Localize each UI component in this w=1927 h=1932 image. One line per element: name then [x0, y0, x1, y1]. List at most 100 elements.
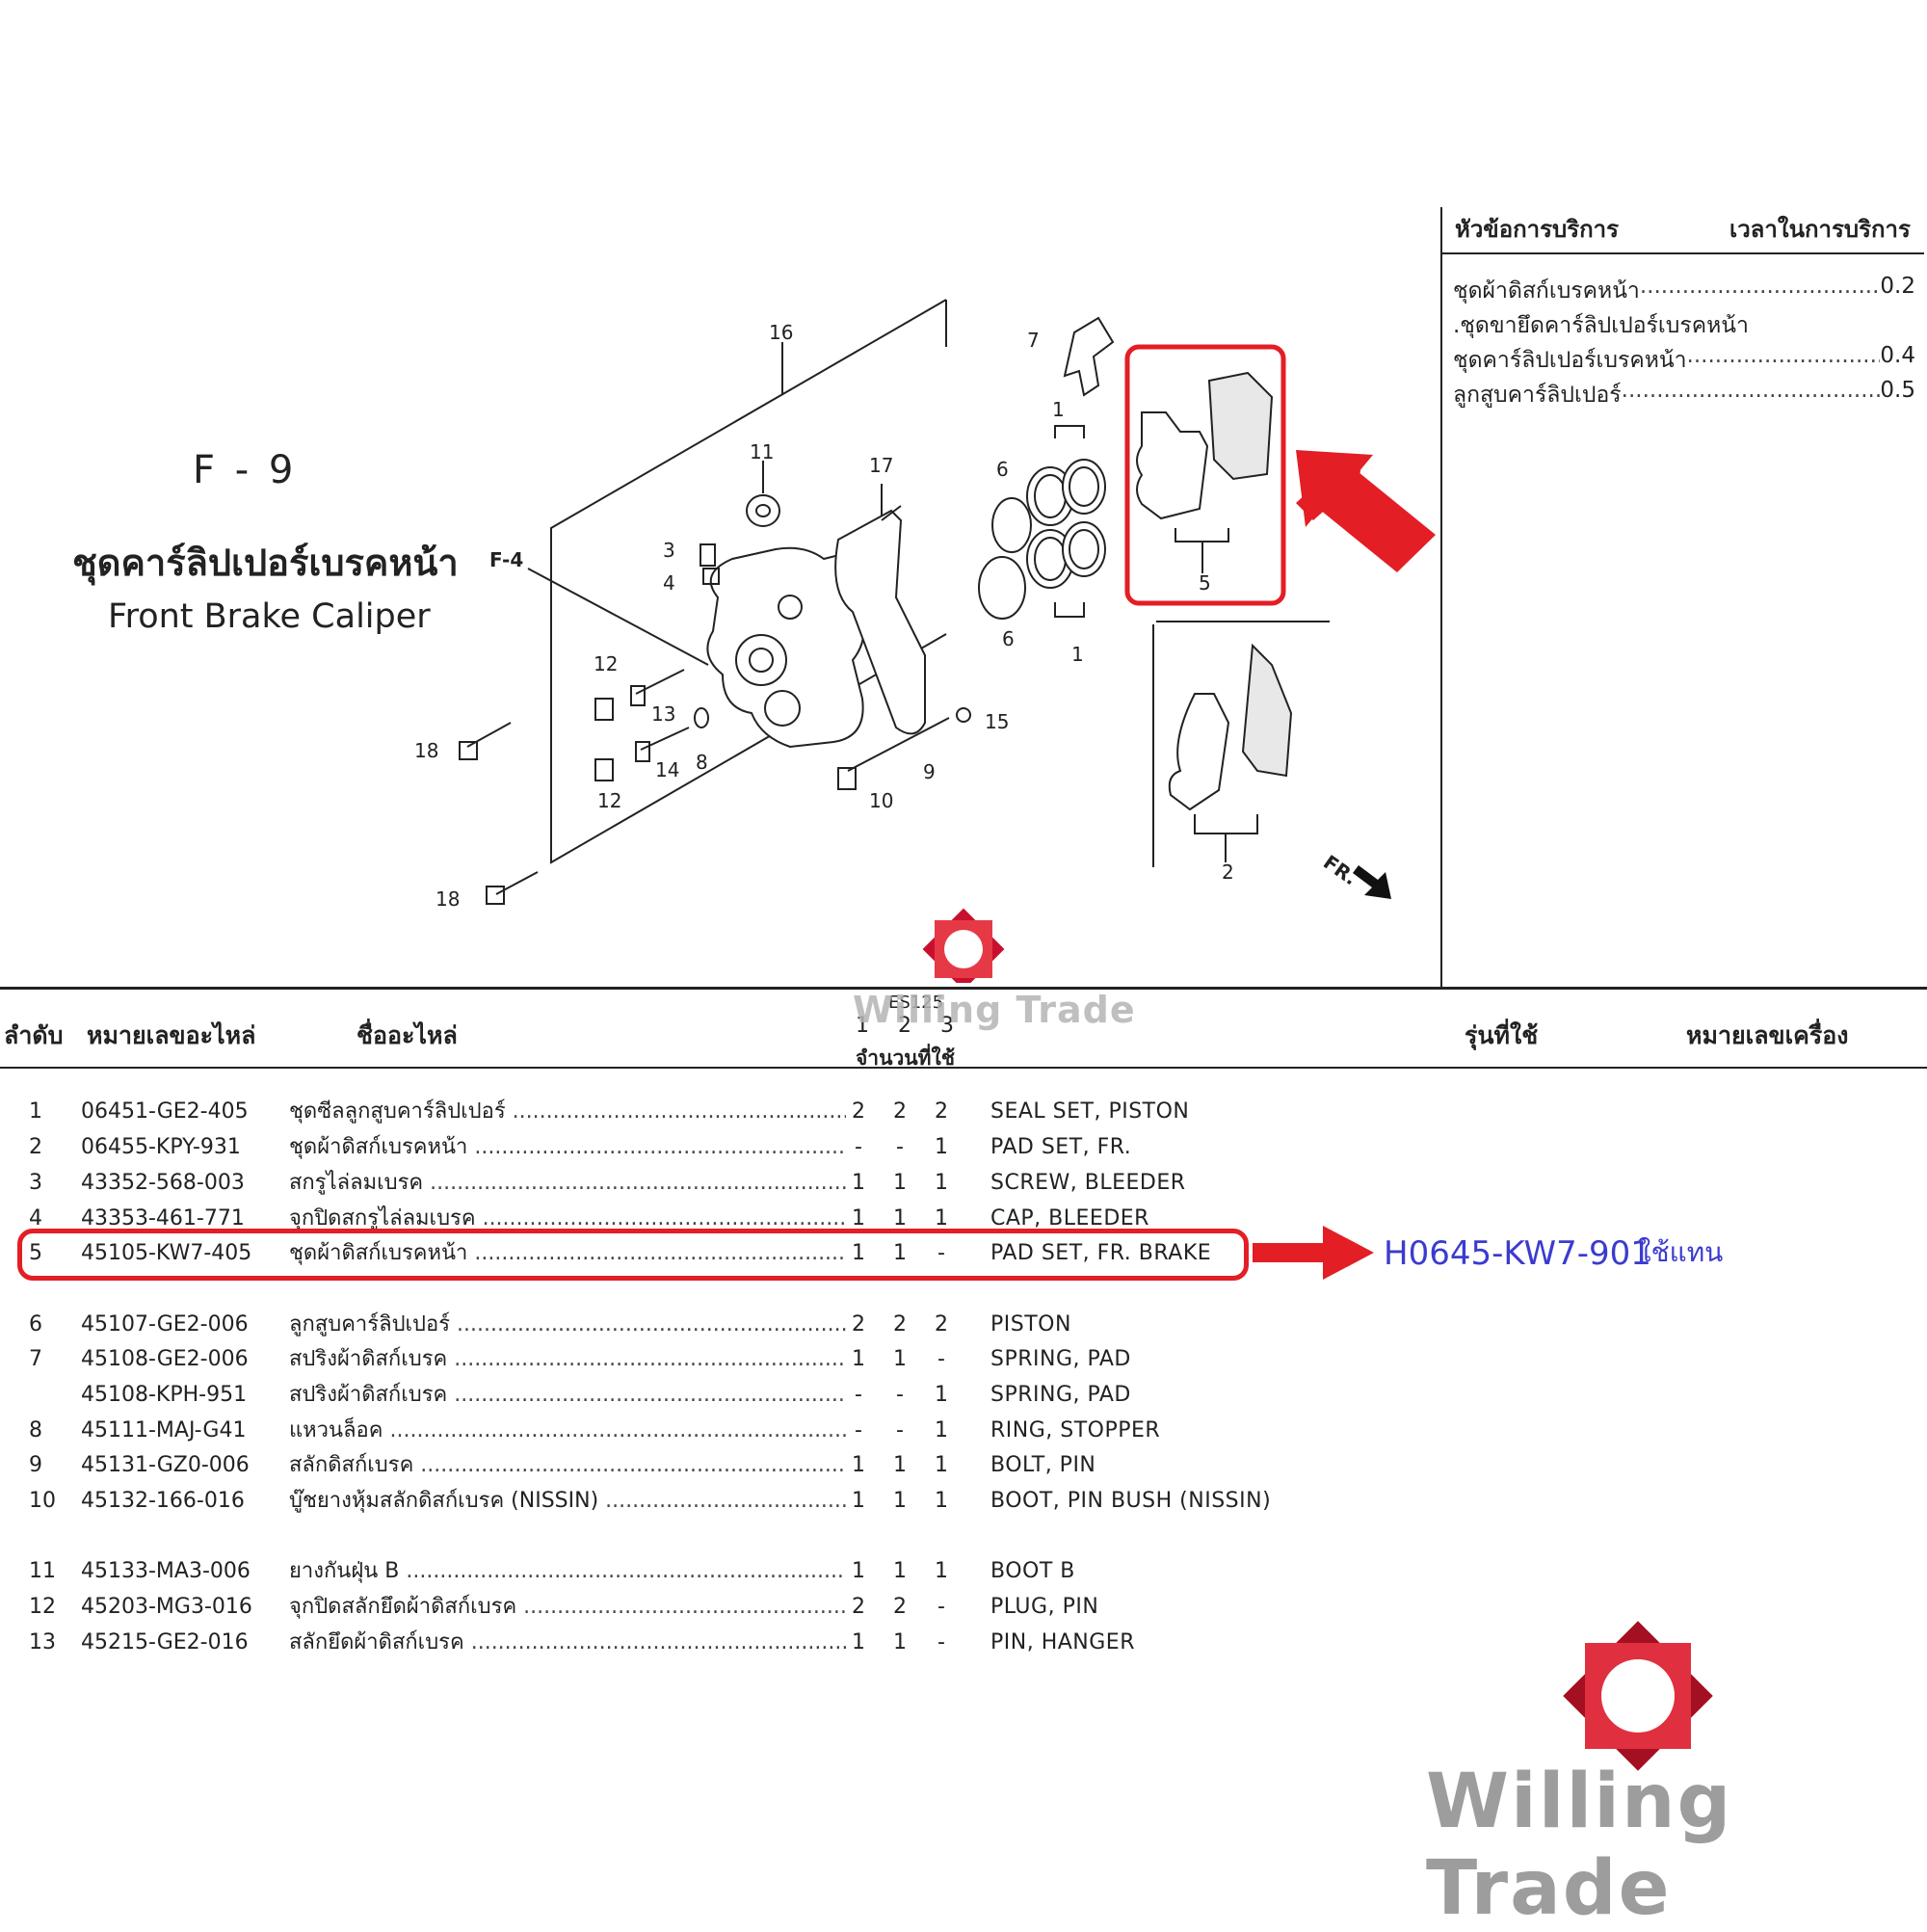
callout-17: 17 — [869, 454, 893, 477]
service-time-header: เวลาในการบริการ — [1729, 216, 1911, 243]
replacement-part-no: H0645-KW7-901 — [1384, 1234, 1651, 1273]
row-part-number: 43352-568-003 — [81, 1171, 245, 1195]
header-qty-1: 1 — [856, 1014, 869, 1038]
row-part-number: 45203-MG3-016 — [81, 1595, 252, 1619]
row-qty-2: 2 — [893, 1312, 907, 1337]
table-row: 5 45105-KW7-405 ชุดผ้าดิสก์เบรคหน้า ......… — [0, 1237, 1253, 1270]
row-qty-3: - — [937, 1347, 945, 1371]
callout-9: 9 — [923, 760, 936, 783]
row-part-name-thai: ชุดผ้าดิสก์เบรคหน้า — [289, 1241, 468, 1265]
callout-13: 13 — [651, 702, 675, 726]
row-number: 3 — [29, 1171, 42, 1195]
row-part-name-cell: ชุดผ้าดิสก์เบรคหน้า ....................… — [289, 1241, 846, 1265]
row-qty-2: 1 — [893, 1206, 907, 1231]
row-part-name-english: SPRING, PAD — [990, 1347, 1131, 1371]
row-part-name-english: PAD SET, FR. — [990, 1135, 1132, 1159]
row-number: 10 — [29, 1489, 56, 1513]
highlight-row-part5 — [17, 1229, 1249, 1281]
callout-15: 15 — [985, 710, 1009, 733]
row-number: 1 — [29, 1099, 42, 1124]
row-qty-3: 1 — [935, 1489, 948, 1513]
row-qty-2: - — [896, 1418, 904, 1442]
callout-6b: 6 — [1002, 627, 1015, 650]
callout-2: 2 — [1222, 860, 1234, 884]
row-part-number: 45105-KW7-405 — [81, 1241, 252, 1265]
row-part-name-thai: ชุดผ้าดิสก์เบรคหน้า — [289, 1135, 468, 1159]
row-qty-3: 2 — [935, 1312, 948, 1337]
callout-10: 10 — [869, 789, 893, 812]
row-part-name-cell: ชุดผ้าดิสก์เบรคหน้า ....................… — [289, 1135, 846, 1159]
figure-title-english: Front Brake Caliper — [108, 597, 431, 636]
row-part-number: 45215-GE2-016 — [81, 1630, 249, 1654]
row-qty-3: 1 — [935, 1559, 948, 1583]
row-part-name-thai: สลักดิสก์เบรค — [289, 1453, 414, 1477]
row-number: 9 — [29, 1453, 42, 1477]
table-top-rule — [0, 987, 1927, 990]
row-number: 2 — [29, 1135, 42, 1159]
row-part-number: 06455-KPY-931 — [81, 1135, 241, 1159]
watermark-logo-large-icon — [1563, 1621, 1713, 1771]
callout-16: 16 — [769, 321, 793, 344]
row-part-number: 45111-MAJ-G41 — [81, 1418, 247, 1442]
service-row: ลูกสูบคาร์ลิปเปอร์0.5 — [1453, 378, 1915, 412]
row-qty-1: 1 — [852, 1630, 865, 1654]
service-row: .ชุดขายึดคาร์ลิปเปอร์เบรคหน้า — [1453, 313, 1749, 338]
callout-4: 4 — [663, 571, 675, 595]
direction-label: FR. — [1319, 850, 1361, 889]
row-part-name-english: PISTON — [990, 1312, 1071, 1337]
callout-18b: 18 — [436, 887, 460, 911]
row-part-name-english: BOOT B — [990, 1559, 1075, 1583]
row-qty-2: 1 — [893, 1241, 907, 1265]
row-qty-2: 1 — [893, 1171, 907, 1195]
row-part-name-cell: สปริงผ้าดิสก์เบรค ......................… — [289, 1347, 846, 1371]
front-direction-arrow: FR. — [1319, 850, 1391, 899]
row-part-number: 45108-GE2-006 — [81, 1347, 249, 1371]
callout-3: 3 — [663, 539, 675, 562]
row-qty-1: 1 — [852, 1241, 865, 1265]
row-part-name-english: RING, STOPPER — [990, 1418, 1161, 1442]
row-number: 6 — [29, 1312, 42, 1337]
row-qty-2: 1 — [893, 1453, 907, 1477]
watermark-text-large: Willing Trade — [1426, 1759, 1733, 1932]
row-part-name-cell: สกรูไล่ลมเบรค ..........................… — [289, 1171, 846, 1195]
callout-12: 12 — [594, 652, 618, 675]
row-part-number: 45108-KPH-951 — [81, 1383, 248, 1407]
row-part-name-english: BOOT, PIN BUSH (NISSIN) — [990, 1489, 1272, 1513]
callout-11: 11 — [750, 440, 774, 463]
row-qty-3: 1 — [935, 1383, 948, 1407]
row-number: 5 — [29, 1241, 42, 1265]
row-qty-1: - — [855, 1418, 862, 1442]
row-part-name-thai: จุกปิดสลักยึดผ้าดิสก์เบรค — [289, 1595, 517, 1619]
row-part-number: 45107-GE2-006 — [81, 1312, 249, 1337]
figure-title-thai: ชุดคาร์ลิปเปอร์เบรคหน้า — [72, 542, 459, 584]
row-qty-2: 1 — [893, 1630, 907, 1654]
row-qty-1: 1 — [852, 1347, 865, 1371]
row-number: 7 — [29, 1347, 42, 1371]
callout-5: 5 — [1199, 571, 1211, 595]
row-part-name-english: PAD SET, FR. BRAKE — [990, 1241, 1212, 1265]
callout-12b: 12 — [597, 789, 621, 812]
row-qty-1: - — [855, 1383, 862, 1407]
service-divider — [1440, 207, 1442, 988]
row-part-name-thai: บู๊ชยางหุ้มสลักดิสก์เบรค (NISSIN) — [289, 1489, 599, 1513]
header-qty-2: 2 — [898, 1014, 911, 1038]
row-number: 11 — [29, 1559, 56, 1583]
row-part-name-cell: บู๊ชยางหุ้มสลักดิสก์เบรค (NISSIN) ......… — [289, 1489, 846, 1513]
exploded-parts-diagram: FR. F-4 1 1 2 3 4 5 6 6 7 8 9 10 11 12 1… — [414, 299, 1436, 983]
row-qty-2: - — [896, 1383, 904, 1407]
row-qty-3: 1 — [935, 1418, 948, 1442]
callout-18: 18 — [414, 739, 438, 762]
row-qty-2: 1 — [893, 1489, 907, 1513]
header-part-no: หมายเลขอะไหล่ — [87, 1021, 256, 1049]
row-part-name-english: PIN, HANGER — [990, 1630, 1135, 1654]
replacement-arrow-icon — [1253, 1226, 1374, 1280]
callout-6: 6 — [996, 458, 1009, 481]
header-no: ลำดับ — [4, 1021, 64, 1049]
callout-7: 7 — [1027, 329, 1040, 352]
diagram-frame — [550, 299, 947, 864]
row-part-name-cell: สลักยึดผ้าดิสก์เบรค ....................… — [289, 1630, 846, 1654]
row-part-name-thai: สลักยึดผ้าดิสก์เบรค — [289, 1630, 464, 1654]
row-part-name-english: SCREW, BLEEDER — [990, 1171, 1186, 1195]
